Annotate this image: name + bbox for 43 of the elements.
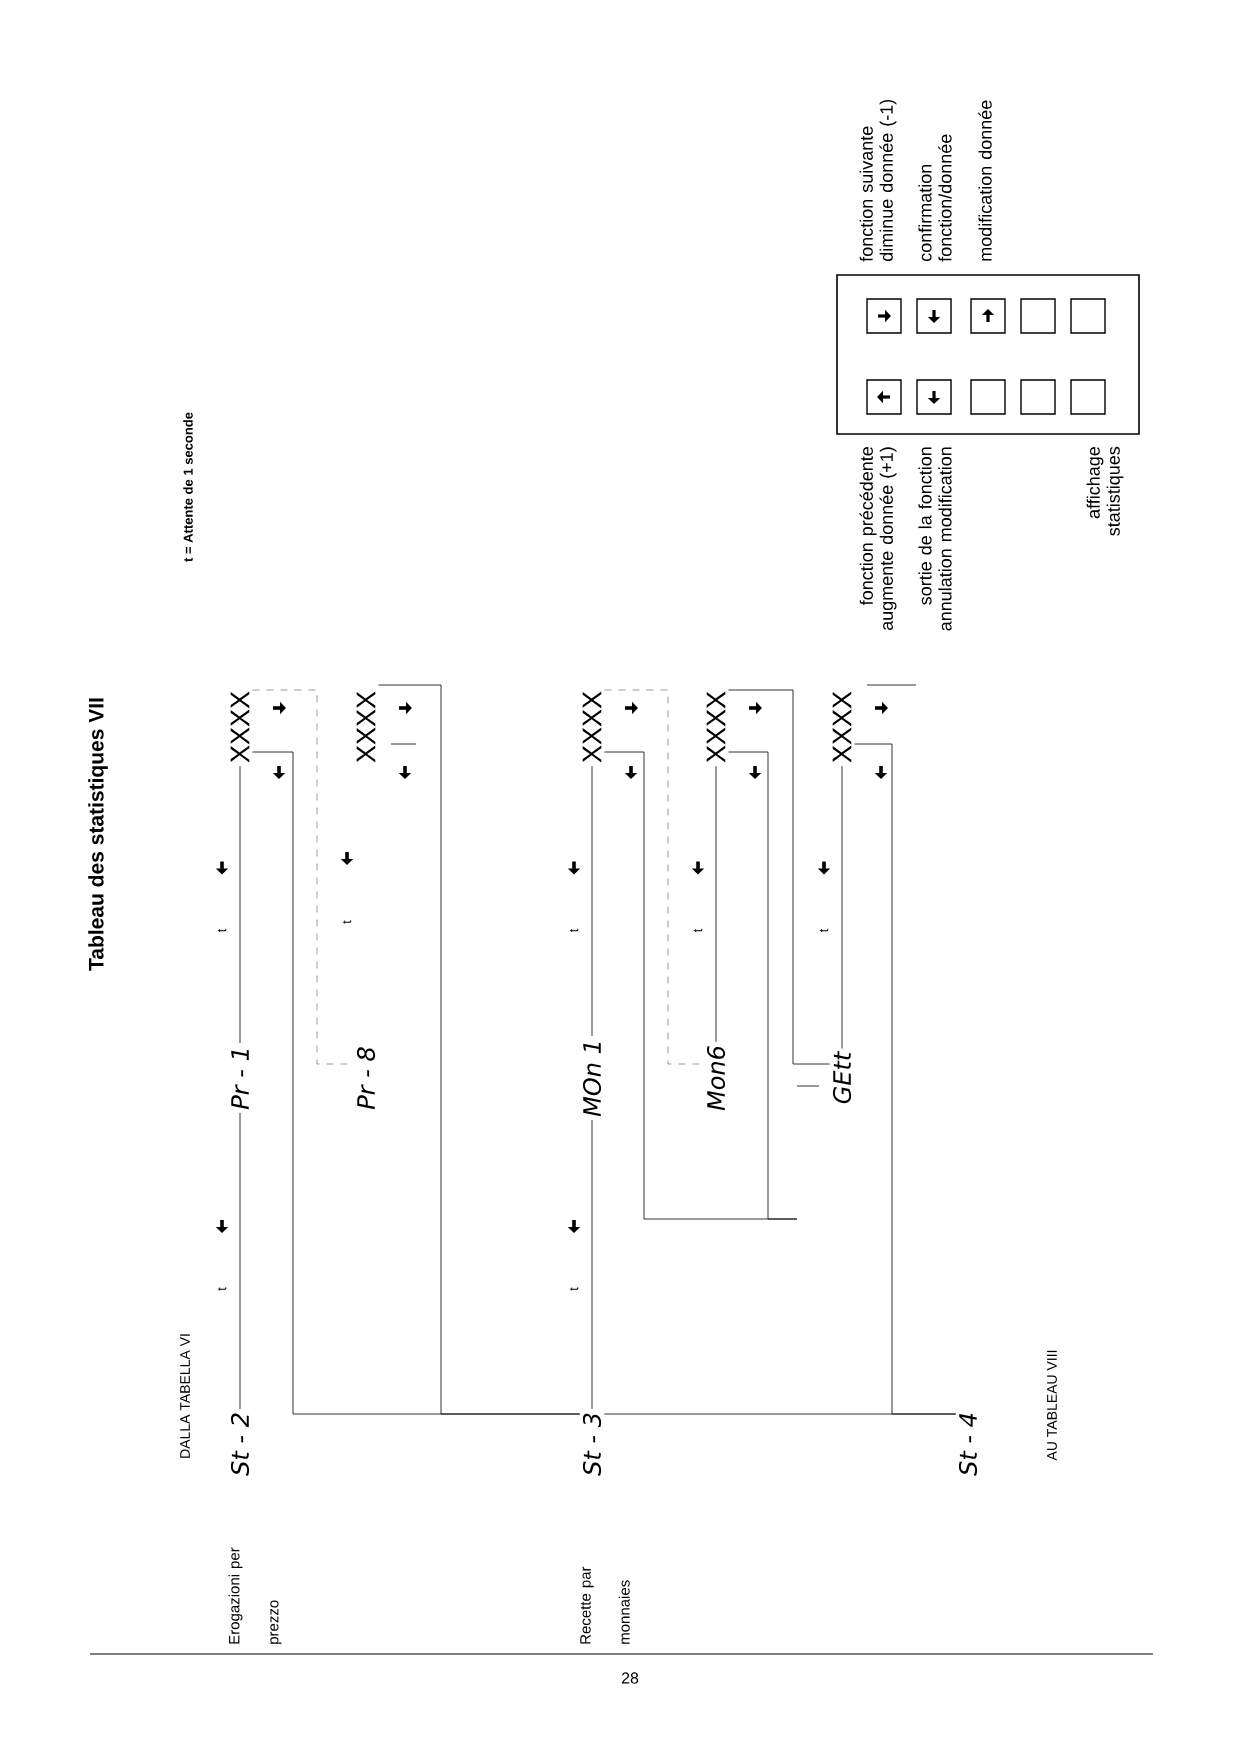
key-description: sortie de la fonction annulation modification — [918, 447, 952, 631]
value-readout: XXXX — [832, 691, 852, 763]
page-title: Tableau des statistiques VII — [88, 698, 108, 971]
connector-line — [728, 689, 831, 1065]
display-readout: Mon6 — [706, 1046, 726, 1111]
legend-note: t = Attente de 1 seconde — [183, 412, 193, 562]
key-description: fonction suivante diminue donnée (-1) — [859, 99, 897, 262]
connector-line — [603, 1413, 957, 1415]
edge-label: t — [217, 928, 227, 933]
key-description: confirmation fonction/donnée — [918, 134, 952, 262]
row-caption: Recette par monnaies — [580, 1566, 630, 1644]
value-readout: XXXX — [582, 691, 602, 763]
connector-line — [841, 765, 843, 1049]
value-readout: XXXX — [706, 691, 726, 763]
edge-label: t — [569, 928, 579, 933]
connector-line — [239, 1112, 241, 1410]
key-description: modification donnée — [978, 100, 992, 261]
display-readout: St - 3 — [582, 1413, 602, 1476]
edge-label: t — [569, 1287, 579, 1291]
connector-line — [378, 684, 581, 1415]
display-readout: St - 2 — [230, 1413, 250, 1476]
value-readout: XXXX — [356, 691, 376, 763]
edge-label: t — [217, 1287, 227, 1291]
display-readout: GEtt — [832, 1051, 852, 1104]
edge-label: t — [693, 928, 703, 933]
page-number: 28 — [621, 1672, 639, 1684]
row-caption: Erogazioni per prezzo — [228, 1547, 282, 1644]
display-readout: St - 4 — [958, 1413, 978, 1476]
flow-note: DALLA TABELLA VI — [180, 1334, 190, 1458]
key-description: affichage statistiques — [1086, 446, 1124, 536]
timing-label: t — [342, 920, 352, 924]
flow-note: AU TABLEAU VIII — [1047, 1350, 1057, 1461]
display-readout: MOn 1 — [582, 1042, 602, 1117]
connector-line — [239, 765, 241, 1044]
display-readout: Pr - 1 — [231, 1049, 249, 1110]
connector-line — [715, 765, 717, 1043]
connector-line — [591, 765, 593, 1037]
connector-line — [728, 751, 798, 1220]
edge-label: t — [819, 928, 829, 933]
display-readout: Pr - 8 — [356, 1047, 376, 1110]
key-description: fonction précédente augmente donnée (+1) — [859, 447, 897, 631]
value-readout: XXXX — [230, 691, 250, 763]
connector-line — [591, 1119, 593, 1410]
